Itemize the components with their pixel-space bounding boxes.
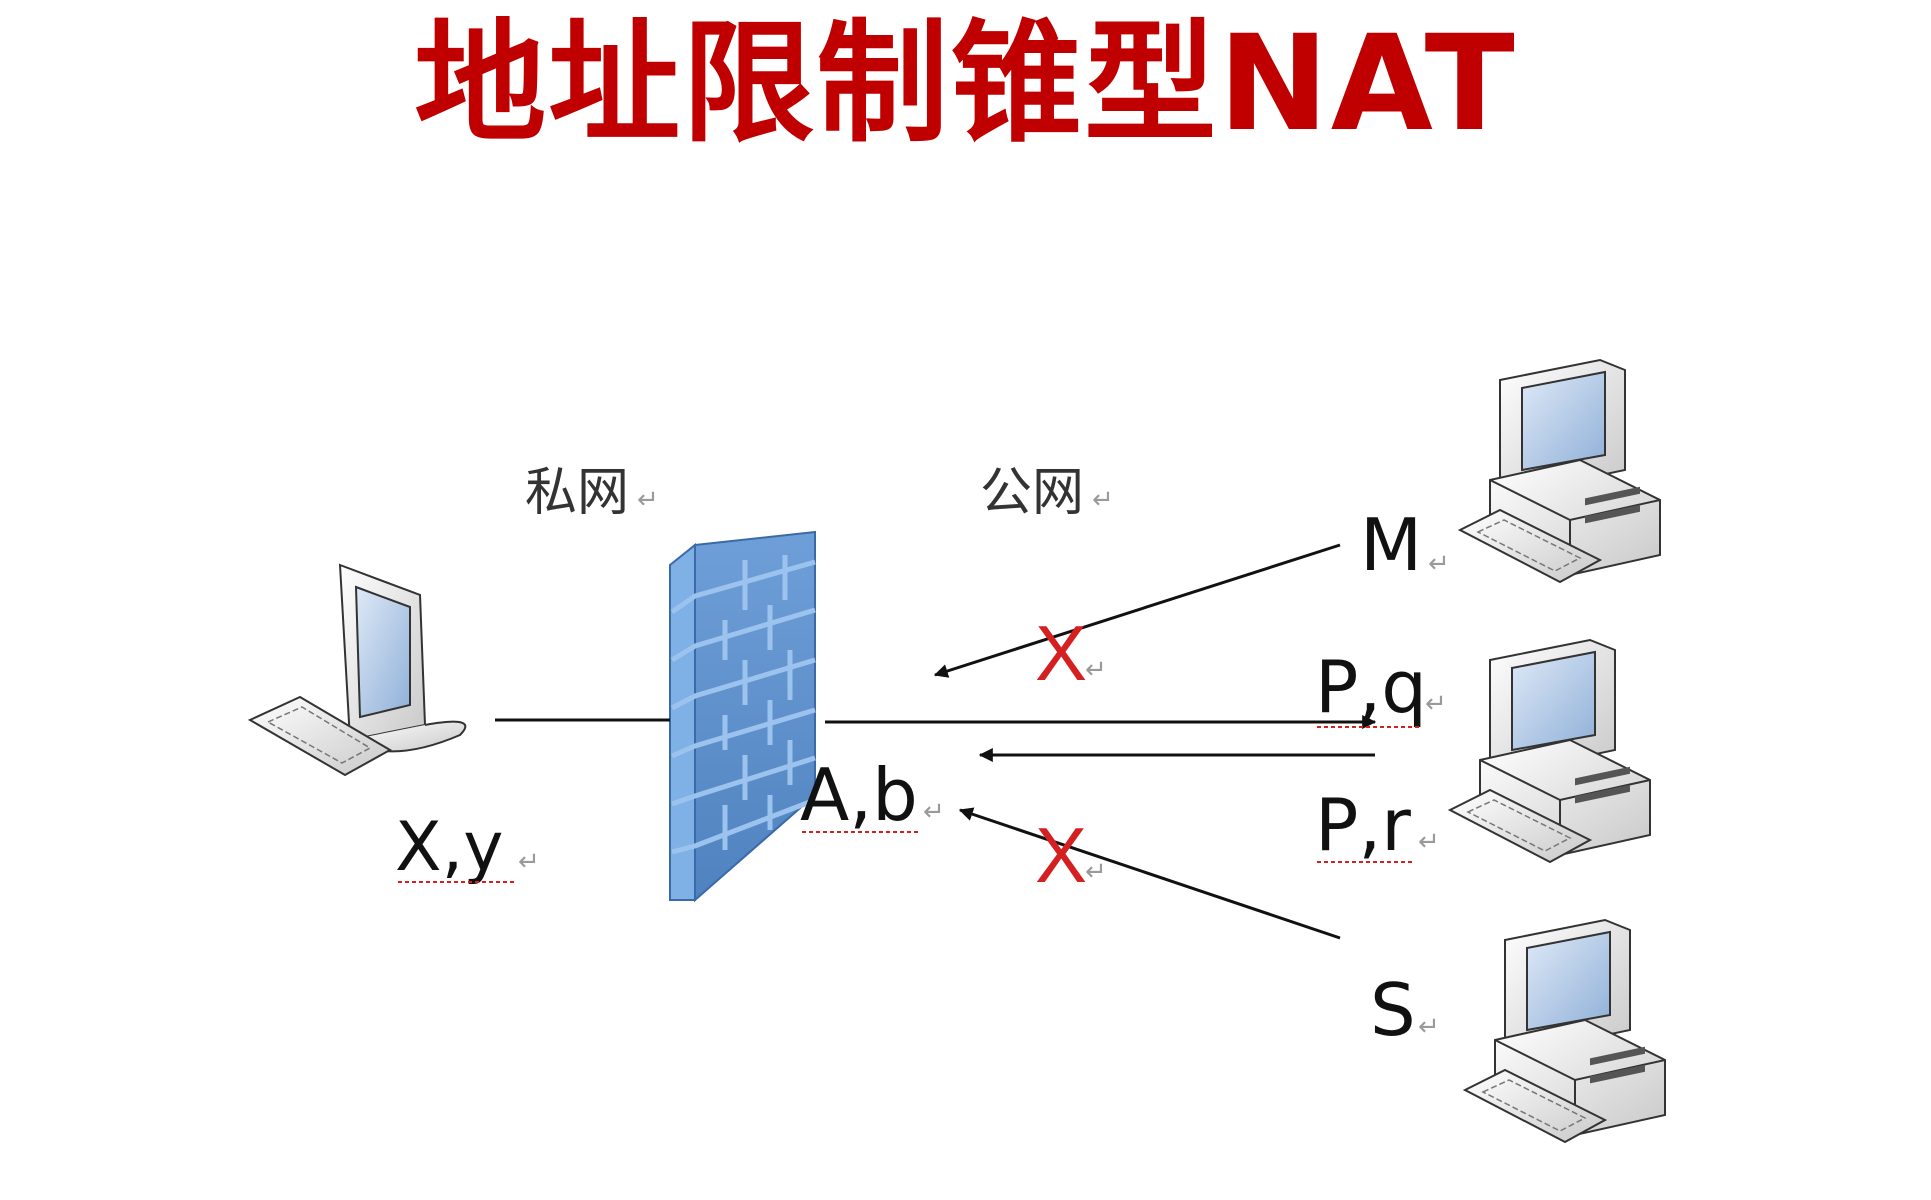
client-address-label: X,y (395, 808, 503, 887)
computer-icon (1464, 919, 1666, 1143)
blocked-arrow-s (958, 807, 1341, 940)
paragraph-mark: ↵ (518, 847, 540, 877)
computer-icon (1449, 639, 1651, 863)
paragraph-mark: ↵ (1085, 857, 1107, 887)
paragraph-mark: ↵ (1425, 689, 1447, 719)
nat-address-label: A,b (800, 753, 918, 837)
firewall-icon (669, 530, 816, 903)
server-s-label: S (1370, 968, 1416, 1052)
paragraph-mark: ↵ (637, 485, 659, 515)
server-m-label: M (1360, 503, 1422, 587)
computer-icon (1459, 359, 1661, 583)
paragraph-mark: ↵ (1085, 655, 1107, 685)
paragraph-mark: ↵ (1092, 485, 1114, 515)
page-title: 地址限制锥型NAT (414, 7, 1517, 161)
blocked-mark: X (1035, 811, 1087, 899)
private-network-label: 私网 (525, 463, 629, 523)
server-pr-label: P,r (1315, 783, 1411, 867)
paragraph-mark: ↵ (1418, 827, 1440, 857)
paragraph-mark: ↵ (923, 797, 945, 827)
blocked-mark: X (1035, 609, 1087, 697)
blocked-arrow-m (933, 543, 1341, 678)
server-pq-label: P,q (1315, 645, 1427, 729)
computer-icon (249, 564, 467, 776)
paragraph-mark: ↵ (1428, 549, 1450, 579)
public-network-label: 公网 (980, 463, 1084, 523)
paragraph-mark: ↵ (1418, 1012, 1440, 1042)
